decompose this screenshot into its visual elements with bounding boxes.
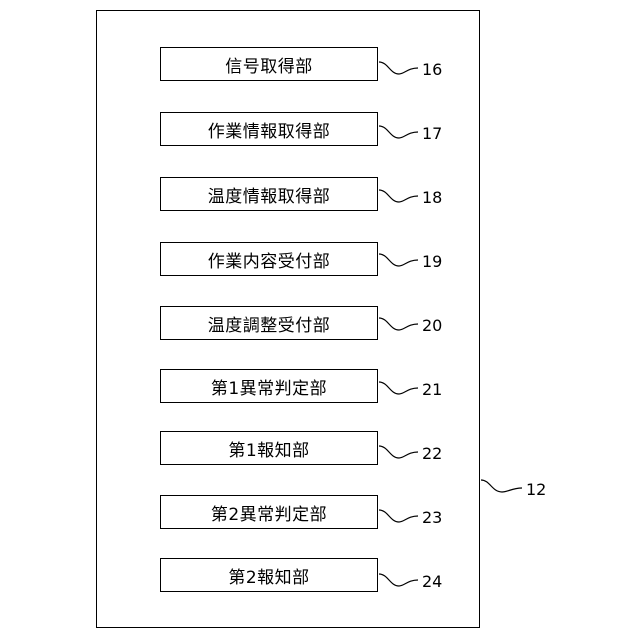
block-temperature-info-acquisition: 温度情報取得部 — [160, 177, 378, 211]
leader-line-12 — [481, 480, 522, 492]
block-label: 温度情報取得部 — [208, 182, 331, 207]
block-label: 温度調整受付部 — [208, 311, 331, 336]
leader-line-19 — [379, 254, 418, 266]
leader-line-21 — [379, 382, 418, 394]
ref-numeral-17: 17 — [422, 124, 442, 143]
ref-numeral-18: 18 — [422, 188, 442, 207]
block-work-content-reception: 作業内容受付部 — [160, 242, 378, 276]
leader-line-17 — [379, 126, 418, 138]
block-work-info-acquisition: 作業情報取得部 — [160, 112, 378, 146]
block-label: 信号取得部 — [225, 52, 313, 77]
leader-line-16 — [379, 62, 418, 74]
block-second-notification: 第2報知部 — [160, 558, 378, 592]
ref-numeral-16: 16 — [422, 60, 442, 79]
leader-line-22 — [379, 446, 418, 458]
block-label: 第1異常判定部 — [211, 374, 327, 399]
leader-line-23 — [379, 510, 418, 522]
block-label: 第2報知部 — [228, 563, 309, 588]
block-label: 作業内容受付部 — [208, 247, 331, 272]
block-first-notification: 第1報知部 — [160, 431, 378, 465]
leader-line-24 — [379, 574, 418, 586]
ref-numeral-22: 22 — [422, 444, 442, 463]
ref-numeral-12: 12 — [526, 480, 546, 499]
ref-numeral-19: 19 — [422, 252, 442, 271]
block-first-abnormality-determination: 第1異常判定部 — [160, 369, 378, 403]
ref-numeral-21: 21 — [422, 380, 442, 399]
block-second-abnormality-determination: 第2異常判定部 — [160, 495, 378, 529]
block-label: 第1報知部 — [228, 436, 309, 461]
ref-numeral-20: 20 — [422, 316, 442, 335]
block-label: 第2異常判定部 — [211, 500, 327, 525]
ref-numeral-24: 24 — [422, 572, 442, 591]
block-signal-acquisition: 信号取得部 — [160, 47, 378, 81]
leader-line-18 — [379, 190, 418, 202]
block-temperature-adjustment-reception: 温度調整受付部 — [160, 306, 378, 340]
leader-line-20 — [379, 318, 418, 330]
block-label: 作業情報取得部 — [208, 117, 331, 142]
ref-numeral-23: 23 — [422, 508, 442, 527]
